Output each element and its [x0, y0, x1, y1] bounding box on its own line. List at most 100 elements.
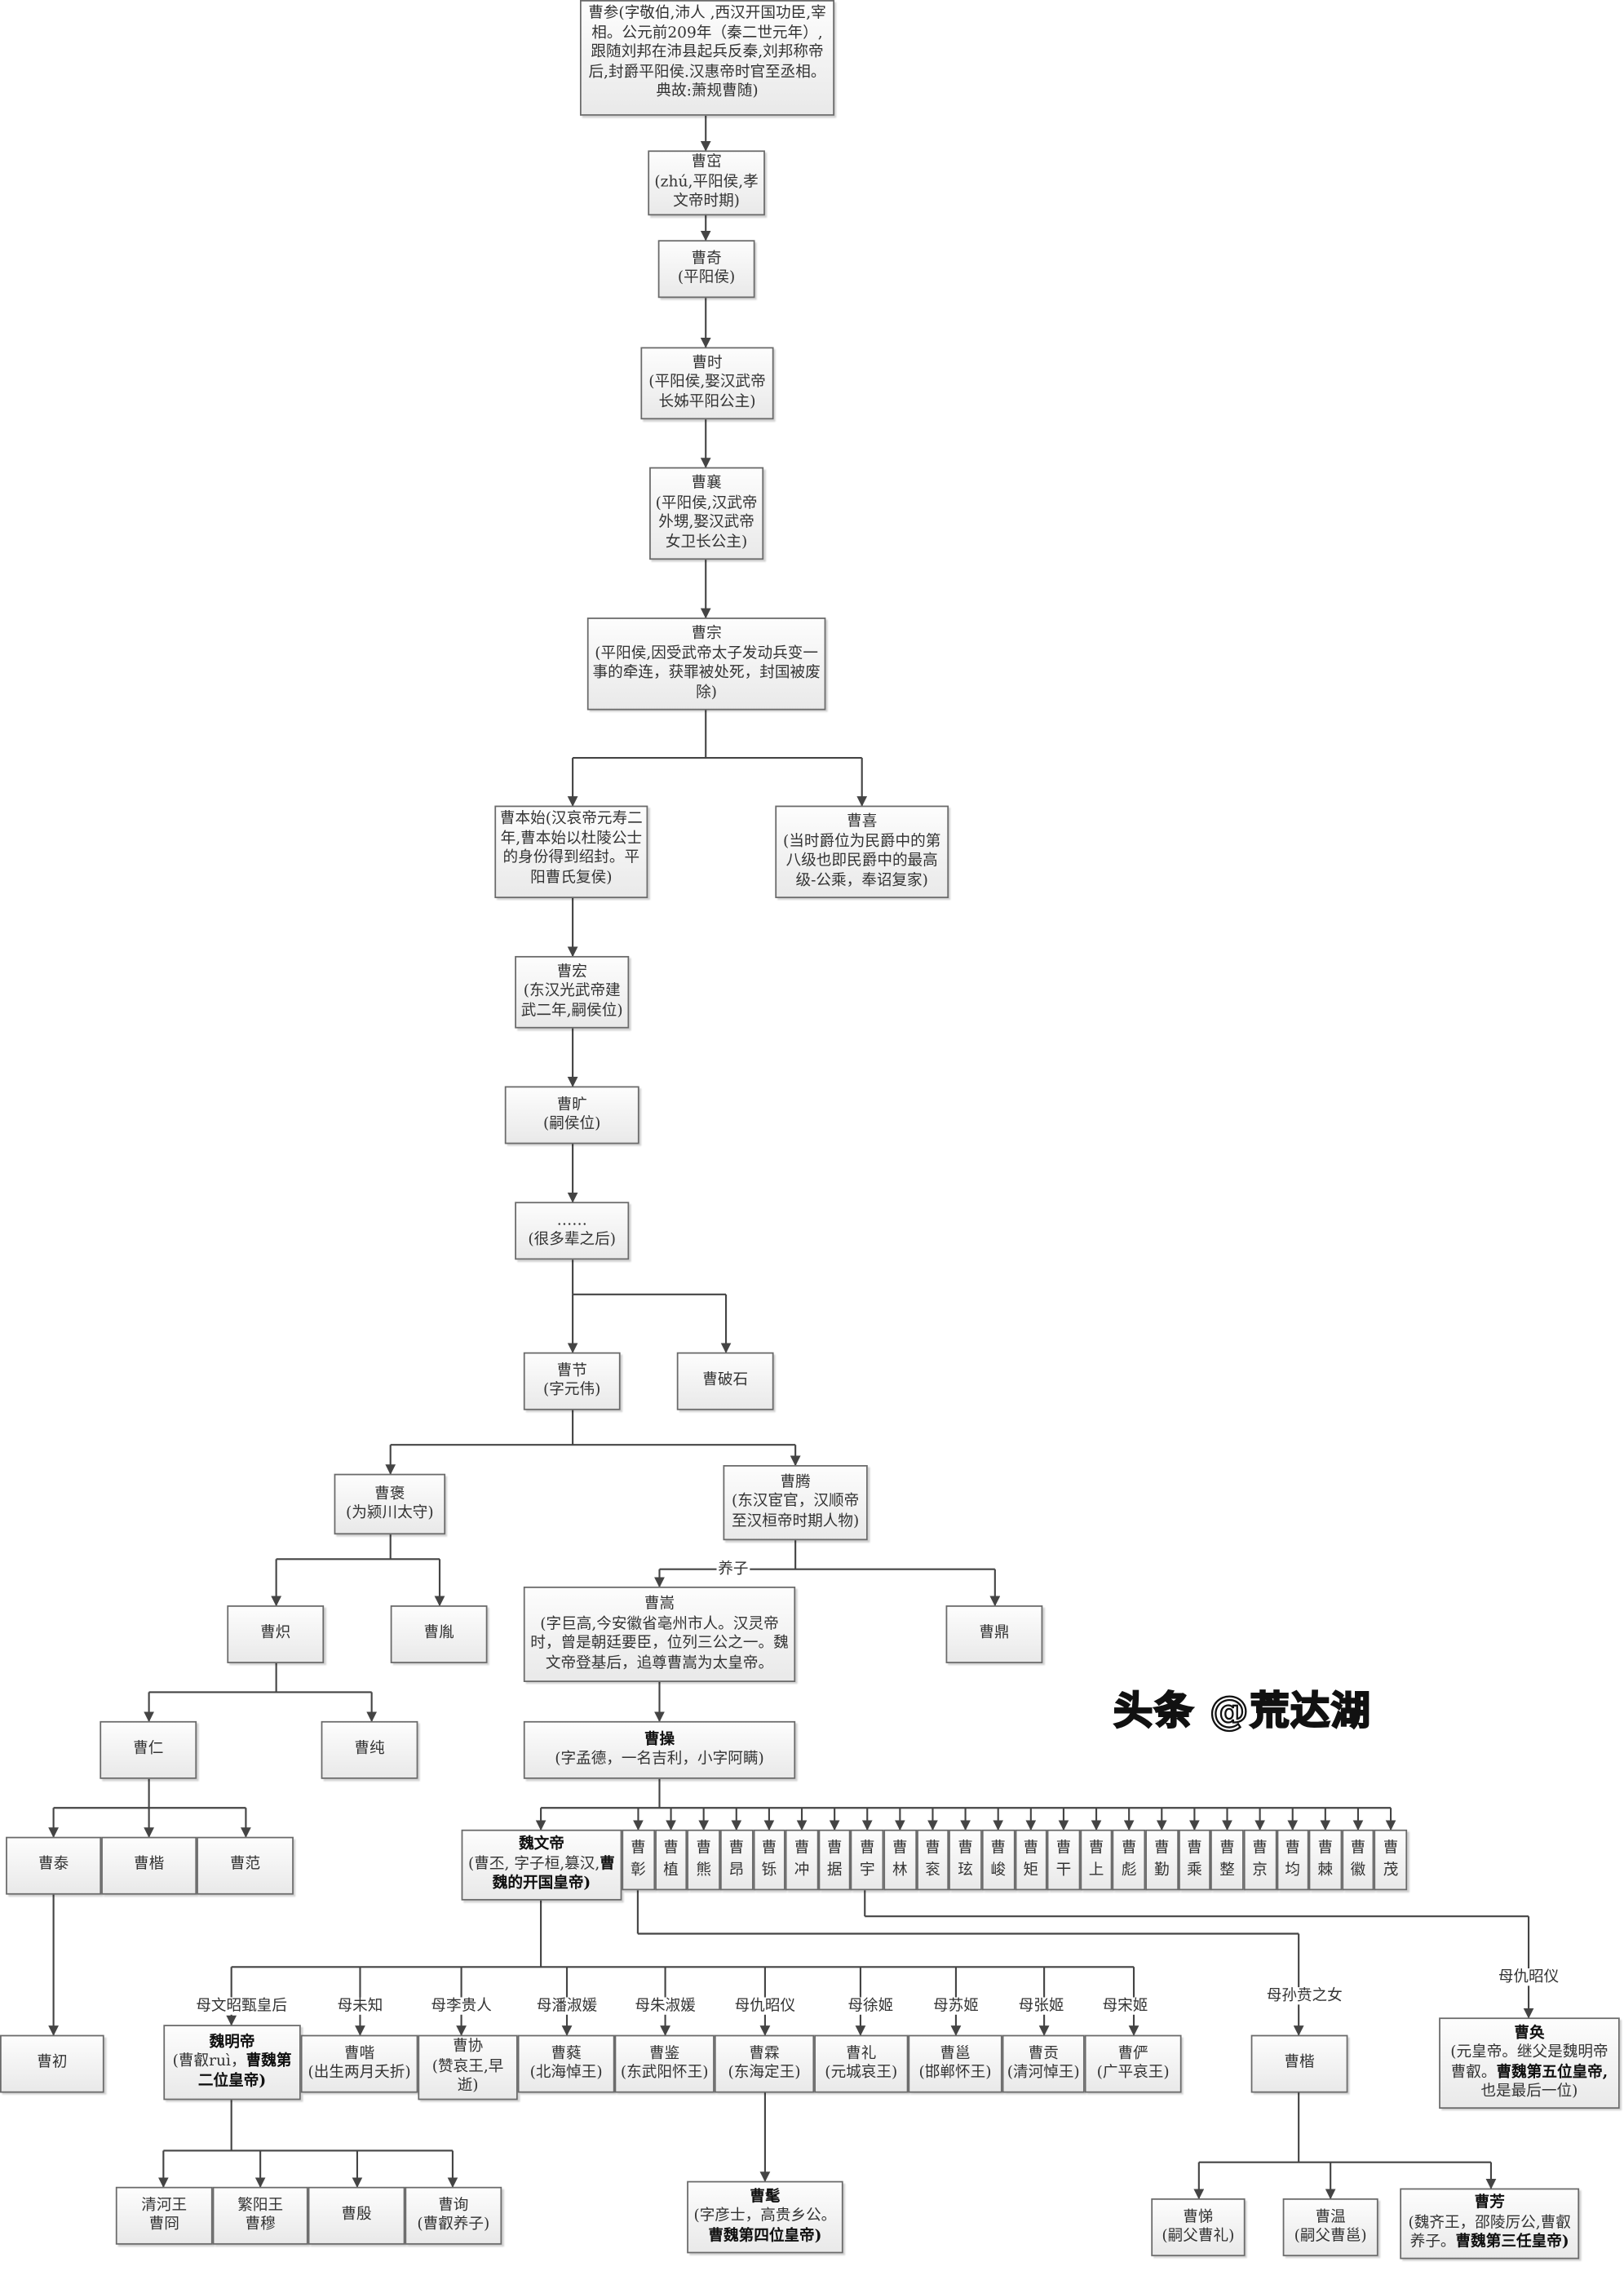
box-text: 曹邕(邯郸怀王) [919, 2044, 992, 2083]
box-text: 曹宏(东汉光武帝建武二年,嗣侯位) [520, 963, 625, 1021]
box-text: 曹鼎 [979, 1625, 1009, 1645]
box-text: 曹襄(平阳侯,汉武帝外甥,娶汉武帝女卫长公主) [653, 475, 759, 553]
son-of-cao-cao-box: 曹均 [1276, 1829, 1309, 1891]
son-of-cao-cao-box: 曹乘 [1178, 1829, 1211, 1891]
person-box-cao-yan: 曹俨 (广平哀王) [1084, 2034, 1182, 2093]
relation-label-m-song: 母宋姬 [1100, 1997, 1150, 2015]
relation-label-m-qiu2: 母仇昭仪 [1497, 1968, 1561, 1986]
person-name: 魏文帝 [519, 1835, 564, 1853]
person-name: 曹宏 [556, 963, 587, 981]
person-box-cao-jie: 曹节(字元伟) [523, 1352, 621, 1410]
person-name: 曹褒 [374, 1484, 405, 1503]
person-box-cao-song: 曹嵩(字巨高,今安徽省亳州市人。汉灵帝时，曾是朝廷要臣，位列三公之一。魏文帝登基… [523, 1586, 796, 1682]
box-text: 曹悌 (嗣父曹礼) [1162, 2207, 1234, 2247]
person-note: (zhú,平阳侯,孝文帝时期) [654, 172, 759, 210]
person-name: 曹芳 [1474, 2194, 1505, 2212]
box-text: 曹奂(元皇帝。继父是魏明帝曹叡。曹魏第五位皇帝,也是最后一位) [1443, 2024, 1615, 2102]
person-name: 曹殷 [341, 2206, 372, 2224]
person-box-cao-fang: 曹芳(魏齐王，邵陵厉公,曹叡养子。曹魏第三任皇帝) [1400, 2188, 1580, 2260]
box-text: 曹泰 [38, 1856, 69, 1875]
person-note: (曹叡养子) [417, 2216, 490, 2233]
person-note: (东武阳怀王) [620, 2064, 709, 2082]
watermark: 头条 @荒达湖 [1113, 1689, 1372, 1735]
box-text: 曹腾(东汉宦官，汉顺帝至汉桓帝时期人物) [728, 1473, 864, 1532]
person-note: (嗣父曹礼) [1162, 2227, 1235, 2245]
person-box-cao-teng: 曹腾(东汉宦官，汉顺帝至汉桓帝时期人物) [723, 1465, 868, 1541]
person-name: 曹鉴 [649, 2044, 680, 2062]
person-name: 曹楷 [134, 1856, 165, 1874]
relation-label-m-xu: 母徐姬 [846, 1997, 896, 2015]
person-name: 曹贡 [1028, 2044, 1059, 2062]
person-box-cao-tai: 曹泰 [6, 1836, 102, 1895]
box-text: 曹询 (曹叡养子) [417, 2196, 489, 2235]
person-name: 曹范 [229, 1856, 261, 1874]
person-box-cao-jie2: 曹喈(出生两月夭折) [300, 2034, 418, 2093]
person-name: 繁阳王 [237, 2196, 284, 2214]
person-name: 曹协 [452, 2038, 484, 2056]
person-name: 曹邕 [940, 2044, 971, 2062]
person-note: (东海定王) [728, 2064, 801, 2082]
relation-label-m-sun: 母孙贲之女 [1264, 1987, 1344, 2005]
person-note: (平阳侯,因受武帝太子发动兵变一事的牵连，获罪被处死，封国被废除) [592, 644, 821, 702]
person-note: (字彦士，高贵乡公。 [693, 2207, 837, 2225]
box-text: 曹时(平阳侯,娶汉武帝长姊平阳公主) [645, 354, 769, 413]
person-note: (平阳侯,汉武帝外甥,娶汉武帝女卫长公主) [655, 494, 758, 551]
box-text: 曹俨 (广平哀王) [1097, 2044, 1170, 2083]
person-box-cao-mao: 曹髦(字彦士，高贵乡公。曹魏第四位皇帝) [687, 2180, 843, 2254]
person-box-cao-chi: 曹炽 [227, 1605, 325, 1663]
box-text: 曹协(赞哀王,早逝) [423, 2038, 514, 2096]
person-bold: 曹魏第三任皇帝) [1455, 2233, 1569, 2251]
son-of-cao-cao-box: 曹徽 [1341, 1829, 1375, 1891]
person-name: 曹泰 [38, 1856, 69, 1874]
person-name: …… [556, 1211, 587, 1229]
person-note: (曹丕, 字子桓,篡汉, [468, 1855, 600, 1873]
box-text: 曹楷 [134, 1856, 164, 1875]
person-name: 曹俨 [1117, 2044, 1148, 2062]
person-box-cao-poshi: 曹破石 [676, 1352, 774, 1410]
box-text: 曹旷(嗣侯位) [543, 1096, 600, 1135]
person-note: (很多辈之后) [528, 1230, 617, 1249]
box-text: 曹喈(出生两月夭折) [308, 2044, 410, 2083]
person-box-cao-xi: 曹喜(当时爵位为民爵中的第八级也即民爵中的最高级-公乘，奉诏复家) [775, 805, 949, 899]
person-name: 曹髦 [750, 2188, 781, 2206]
person-note: (字元伟) [543, 1381, 601, 1399]
person-note: (当时爵位为民爵中的第八级也即民爵中的最高级-公乘，奉诏复家) [782, 832, 941, 889]
person-name: 曹霖 [749, 2044, 780, 2062]
person-note: (北海悼王) [529, 2064, 603, 2082]
son-of-cao-cao-box: 曹玹 [949, 1829, 982, 1891]
person-box-cao-yin2: 曹殷 [308, 2186, 405, 2245]
person-note: (清河悼王) [1007, 2064, 1080, 2082]
box-text: 曹仁 [133, 1740, 163, 1760]
person-box-cao-jiong: 清河王曹冏 [115, 2186, 213, 2245]
person-note: (元城哀王) [825, 2064, 898, 2082]
person-name: 曹仁 [133, 1740, 164, 1758]
person-name: 曹奂 [1514, 2024, 1545, 2042]
person-note: (嗣父曹邕) [1294, 2227, 1367, 2245]
person-box-cao-benshi: 曹本始(汉哀帝元寿二年,曹本始以杜陵公士的身份得到绍封。平阳曹氏复侯) [494, 805, 648, 899]
person-box-wei-wendi: 魏文帝(曹丕, 字子桓,篡汉,曹魏的开国皇帝) [461, 1829, 622, 1901]
person-box-cao-shi: 曹时(平阳侯,娶汉武帝长姊平阳公主) [640, 347, 774, 420]
person-box-cao-kuang: 曹旷(嗣侯位) [504, 1086, 639, 1144]
person-note: (元皇帝。继父是魏明帝曹叡。 [1450, 2043, 1609, 2081]
son-of-cao-cao-box: 曹熊 [687, 1829, 720, 1891]
person-box-cao-ding: 曹鼎 [945, 1605, 1043, 1663]
person-box-cao-fan: 曹范 [197, 1836, 294, 1895]
person-name: 曹询 [438, 2196, 469, 2214]
person-name: 曹初 [37, 2054, 68, 2072]
box-text: 清河王曹冏 [141, 2196, 187, 2235]
person-box-cao-xie: 曹协(赞哀王,早逝) [418, 2034, 518, 2100]
box-text: 曹蕤 (北海悼王) [530, 2044, 603, 2083]
person-box-cao-chun: 曹纯 [321, 1720, 418, 1779]
person-note: (嗣侯位) [543, 1114, 601, 1133]
person-name: 曹蕤 [551, 2044, 582, 2062]
relation-label-m-zhang: 母张姬 [1016, 1997, 1066, 2015]
person-note: (为颍川太守) [345, 1503, 434, 1522]
person-box-cao-kai-a: 曹楷 [101, 1836, 197, 1895]
person-box-cao-bao: 曹褒(为颍川太守) [334, 1473, 446, 1535]
person-note: (广平哀王) [1096, 2064, 1170, 2082]
person-box-cao-kai-b: 曹楷 [1250, 2034, 1348, 2093]
relation-label-m-qiu: 母仇昭仪 [732, 1997, 797, 2015]
son-of-cao-cao-box: 曹茂 [1374, 1829, 1408, 1891]
person-name: 曹悌 [1183, 2207, 1214, 2225]
box-text: 曹胤 [423, 1625, 454, 1645]
